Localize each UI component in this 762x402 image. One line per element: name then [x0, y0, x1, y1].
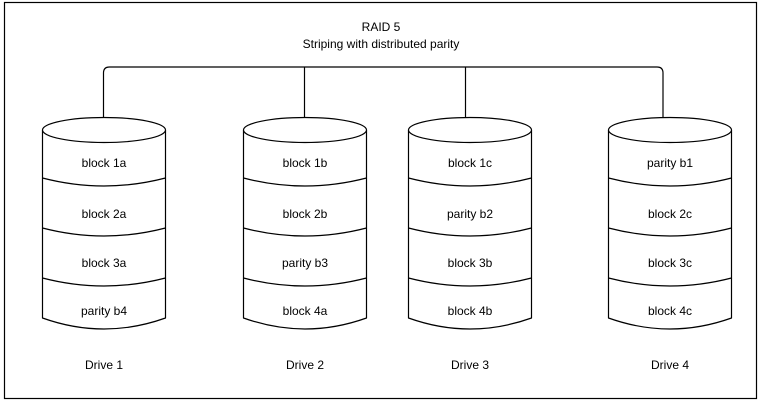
drive-1-block-3: block 3a	[82, 256, 127, 270]
drive-4-divider-3	[608, 277, 732, 287]
drive-1-cylinder-top	[41, 116, 167, 144]
drive-3-cylinder-top	[407, 116, 533, 144]
drive-1-divider-1	[42, 177, 166, 187]
drive-4-block-2: block 2c	[648, 207, 692, 221]
drive-4-group: parity b1 block 2c block 3c block 4c Dri…	[607, 116, 733, 372]
drive-4-block-3: block 3c	[648, 256, 692, 270]
drive-3-divider-2	[408, 227, 532, 237]
drive-2-block-2: block 2b	[283, 207, 328, 221]
drive-2-label: Drive 2	[286, 358, 324, 372]
drive-2-divider-2	[243, 227, 367, 237]
drive-1-label: Drive 1	[85, 358, 123, 372]
drive-3-divider-1	[408, 177, 532, 187]
drive-2-block-1: block 1b	[283, 156, 328, 170]
drive-2-block-3: parity b3	[282, 256, 328, 270]
drive-1-divider-3	[42, 277, 166, 287]
drive-1-group: block 1a block 2a block 3a parity b4 Dri…	[41, 116, 167, 372]
drive-2-cylinder-top	[242, 116, 368, 144]
drive-3-divider-3	[408, 277, 532, 287]
drive-1-block-4: parity b4	[81, 304, 127, 318]
drive-1-cylinder-body	[41, 129, 167, 330]
drive-1-block-2: block 2a	[82, 207, 127, 221]
drive-2-block-4: block 4a	[283, 304, 328, 318]
diagram-title-line1: RAID 5	[362, 20, 401, 34]
drive-3-block-3: block 3b	[448, 256, 493, 270]
drive-3-group: block 1c parity b2 block 3b block 4b Dri…	[407, 116, 533, 372]
drive-3-label: Drive 3	[451, 358, 489, 372]
drive-2-group: block 1b block 2b parity b3 block 4a Dri…	[242, 116, 368, 372]
controller-bus	[102, 66, 664, 125]
drive-3-cylinder-body	[407, 129, 533, 330]
drive-4-block-1: parity b1	[647, 156, 693, 170]
drive-4-cylinder-top	[607, 116, 733, 144]
drive-3-block-2: parity b2	[447, 207, 493, 221]
drive-4-label: Drive 4	[651, 358, 689, 372]
drive-2-divider-1	[243, 177, 367, 187]
drive-2-cylinder-body	[242, 129, 368, 330]
drive-3-block-1: block 1c	[448, 156, 492, 170]
drive-4-cylinder-body	[607, 129, 733, 330]
drive-1-divider-2	[42, 227, 166, 237]
drive-4-divider-2	[608, 227, 732, 237]
drive-1-block-1: block 1a	[82, 156, 127, 170]
drive-3-block-4: block 4b	[448, 304, 493, 318]
drive-2-divider-3	[243, 277, 367, 287]
drive-4-block-4: block 4c	[648, 304, 692, 318]
drive-4-divider-1	[608, 177, 732, 187]
diagram-title-line2: Striping with distributed parity	[303, 37, 460, 51]
